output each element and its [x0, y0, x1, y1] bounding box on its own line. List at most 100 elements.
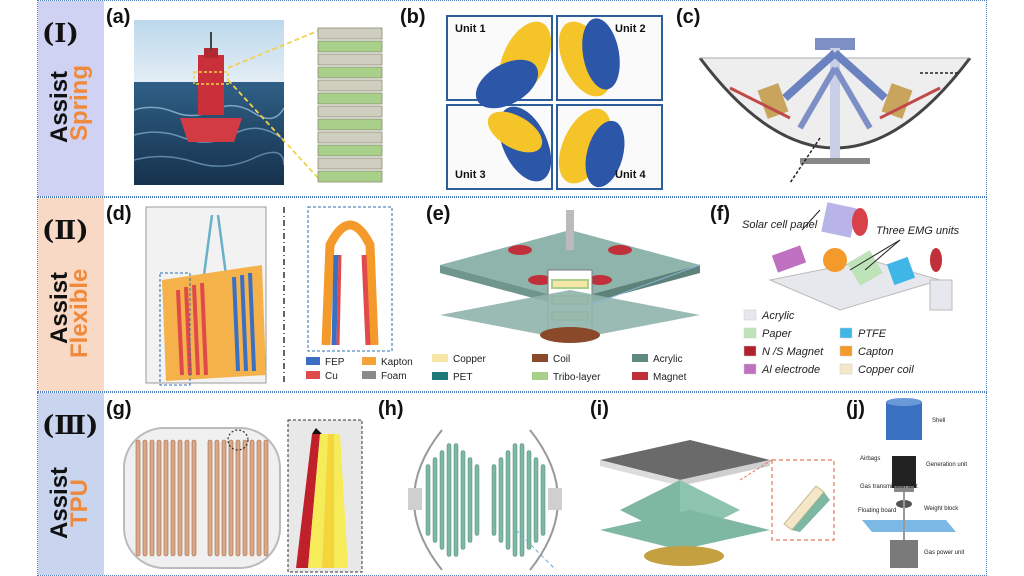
stack-disc	[317, 144, 383, 157]
sphere-disc	[453, 443, 459, 557]
legend-swatch	[743, 327, 757, 339]
legend-swatch	[532, 354, 548, 362]
tpu-disc	[149, 439, 155, 557]
legend-label: PTFE	[858, 328, 887, 340]
tpu-disc	[228, 439, 234, 557]
sphere-disc	[498, 457, 504, 543]
legend-label: FEP	[325, 357, 345, 368]
layered-tribo-device	[440, 210, 701, 343]
unit-3-label: Unit 3	[455, 169, 486, 181]
stack-disc	[317, 40, 383, 53]
legend-label: Copper coil	[858, 364, 914, 376]
stack-disc	[317, 53, 383, 66]
tpu-disc	[135, 439, 141, 557]
legend-label: N /S Magnet	[762, 346, 824, 358]
emg-units-annotation: Three EMG units	[876, 225, 960, 237]
stack-disc	[317, 66, 383, 79]
tpu-disc	[170, 439, 176, 557]
gas-power-label: Gas power unit	[924, 550, 965, 556]
airbags-label: Airbags	[860, 456, 880, 462]
sphere-disc-device	[408, 429, 562, 571]
tpu-layer-zoom	[287, 419, 363, 573]
weight-block-label: Weight block	[924, 506, 959, 512]
row-subtitle: Assist	[46, 271, 73, 344]
stack-disc	[317, 27, 383, 40]
stack-disc	[317, 79, 383, 92]
sphere-disc	[505, 450, 511, 550]
folded-tribo-device	[600, 440, 835, 566]
tpu-disc	[142, 439, 148, 557]
legend-swatch	[743, 345, 757, 357]
panel-label-j: (j)	[846, 398, 865, 420]
sphere-disc	[526, 450, 532, 550]
legend-swatch	[432, 372, 448, 380]
hemisphere-spring-device	[698, 38, 972, 184]
row-spring-assist: (Ⅰ) Spring Assist	[37, 0, 987, 197]
panel-label-f: (f)	[710, 203, 730, 225]
four-unit-device: Unit 1 Unit 2 Unit 3 Unit 4	[446, 15, 663, 190]
tpu-disc	[207, 439, 213, 557]
zoom-lines-a	[228, 29, 321, 181]
legend-swatch	[743, 363, 757, 375]
sphere-disc	[432, 457, 438, 543]
gas-power-device: Shell Airbags Generation unit Gas transm…	[858, 398, 967, 568]
row-numeral: (Ⅱ)	[42, 216, 89, 246]
tpu-disc	[235, 439, 241, 557]
stack-disc	[317, 131, 383, 144]
stack-disc	[317, 118, 383, 131]
legend-swatch	[839, 345, 853, 357]
sphere-disc	[519, 443, 525, 557]
tpu-disc	[221, 439, 227, 557]
row-numeral: (Ⅲ)	[42, 411, 99, 441]
legend-label: Coil	[553, 354, 570, 365]
legend-label: Capton	[858, 346, 893, 358]
flexible-box-device	[145, 206, 285, 386]
unit-4-label: Unit 4	[615, 169, 646, 181]
unit-2-label: Unit 2	[615, 23, 646, 35]
legend-label: Magnet	[653, 372, 687, 383]
gas-transmission-label: Gas transmission unit	[860, 484, 918, 490]
legend-swatch	[839, 327, 853, 339]
flexible-unit-zoom	[307, 206, 393, 352]
stack-disc	[317, 170, 383, 183]
panel-label-a: (a)	[106, 6, 131, 28]
tpu-disc	[214, 439, 220, 557]
panel-label-h: (h)	[378, 398, 404, 420]
legend-swatch	[362, 357, 376, 365]
legend-label: Acrylic	[653, 354, 682, 365]
tpu-disc	[184, 439, 190, 557]
row-numeral: (Ⅰ)	[42, 19, 79, 49]
legend-swatch	[632, 372, 648, 380]
sphere-disc	[491, 464, 497, 536]
legend-label: Foam	[381, 371, 407, 382]
row-flexible-assist: (Ⅱ) Flexible Assist	[37, 197, 987, 392]
row-subtitle: Assist	[46, 466, 73, 539]
tpu-disc	[242, 439, 248, 557]
tpu-disc	[163, 439, 169, 557]
legend-label: Copper	[453, 354, 486, 365]
panel-label-c: (c)	[676, 6, 701, 28]
solar-panel-annotation: Solar cell panel	[742, 219, 818, 231]
shell-label: Shell	[932, 418, 945, 424]
tpu-disc	[156, 439, 162, 557]
legend-label: Paper	[762, 328, 793, 340]
legend-label: Cu	[325, 371, 338, 382]
spring-stack-device	[317, 27, 383, 183]
sphere-disc	[460, 450, 466, 550]
row-label-spring: (Ⅰ) Spring Assist	[38, 1, 104, 196]
tpu-disc	[256, 439, 262, 557]
sphere-disc	[425, 464, 431, 536]
sphere-disc	[533, 457, 539, 543]
sphere-disc	[467, 457, 473, 543]
sphere-disc	[512, 443, 518, 557]
legend-label: PET	[453, 372, 472, 383]
tpu-disc	[263, 439, 269, 557]
solar-emg-device: Solar cell panel Three EMG units Acrylic…	[742, 202, 960, 376]
legend-swatch	[532, 372, 548, 380]
row-label-flexible: (Ⅱ) Flexible Assist	[38, 198, 104, 391]
stack-disc	[317, 157, 383, 170]
legend-label: Kapton	[381, 357, 413, 368]
row-label-tpu: (Ⅲ) TPU Assist	[38, 393, 104, 575]
